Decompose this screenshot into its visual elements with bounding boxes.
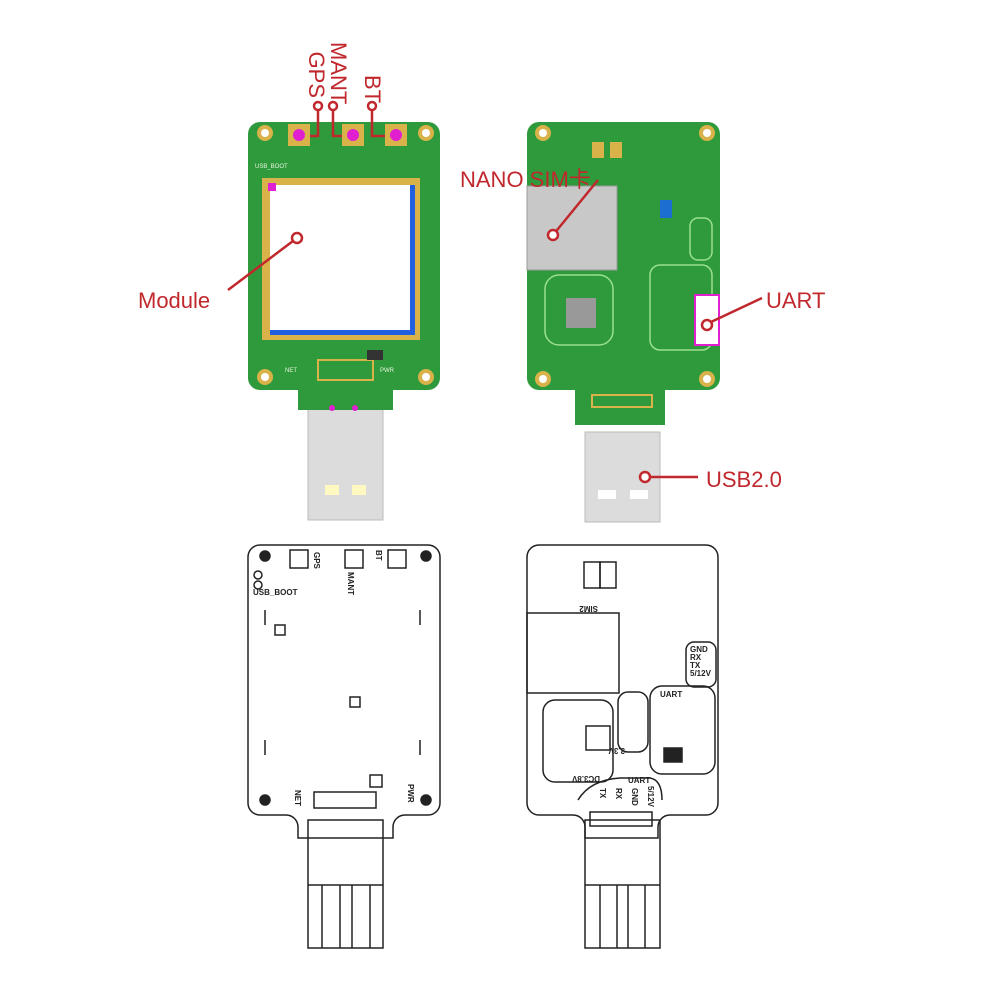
silk-pin-5-12v: 5/12V [690,669,712,678]
silk-gnd: GND [630,788,639,806]
silk-pin-tx: TX [690,661,701,670]
antenna-connectors [288,124,407,146]
callout-uart: UART [766,288,826,313]
silk-dc3-8v: DC3.8V [571,774,600,783]
silk-mant: MANT [346,572,355,595]
silk-pwr: PWR [406,784,415,803]
back-board-photo [526,122,720,523]
silk-sim2: SIM2 [579,604,598,613]
silk-net: NET [293,790,302,806]
front-board-photo: USB_BOOT NET PWR [248,122,440,521]
silk-gps: GPS [312,552,321,570]
silk-5-12v: 5/12V [646,786,655,808]
callout-module: Module [138,288,210,313]
front-outline-drawing [247,544,441,949]
silk-pin-gnd: GND [690,645,708,654]
back-callouts [546,179,763,484]
silk-net: NET [285,368,297,374]
silk-rx: RX [614,788,623,800]
sim-area [526,612,620,694]
silk-usb-boot: USB_BOOT [255,164,288,170]
silk-usb-boot: USB_BOOT [253,588,298,597]
nano-sim-slot [526,185,618,271]
callout-nano-sim: NANO SIM卡 [460,167,591,192]
callout-mant: MANT [326,42,351,104]
callout-usb: USB2.0 [706,467,782,492]
silk-3-3v: 3.3V [608,746,625,755]
silk-pin-rx: RX [690,653,702,662]
usb-plug [307,399,384,521]
silk-pwr: PWR [380,368,395,374]
callout-gps: GPS [304,52,329,98]
callout-bt: BT [360,75,385,103]
silk-tx: TX [598,788,607,799]
silk-bt: BT [374,550,383,561]
silk-uart: UART [660,690,682,699]
back-outline-drawing [526,544,719,949]
antenna-callouts [227,100,385,291]
silk-uart-bottom: UART [628,776,650,785]
